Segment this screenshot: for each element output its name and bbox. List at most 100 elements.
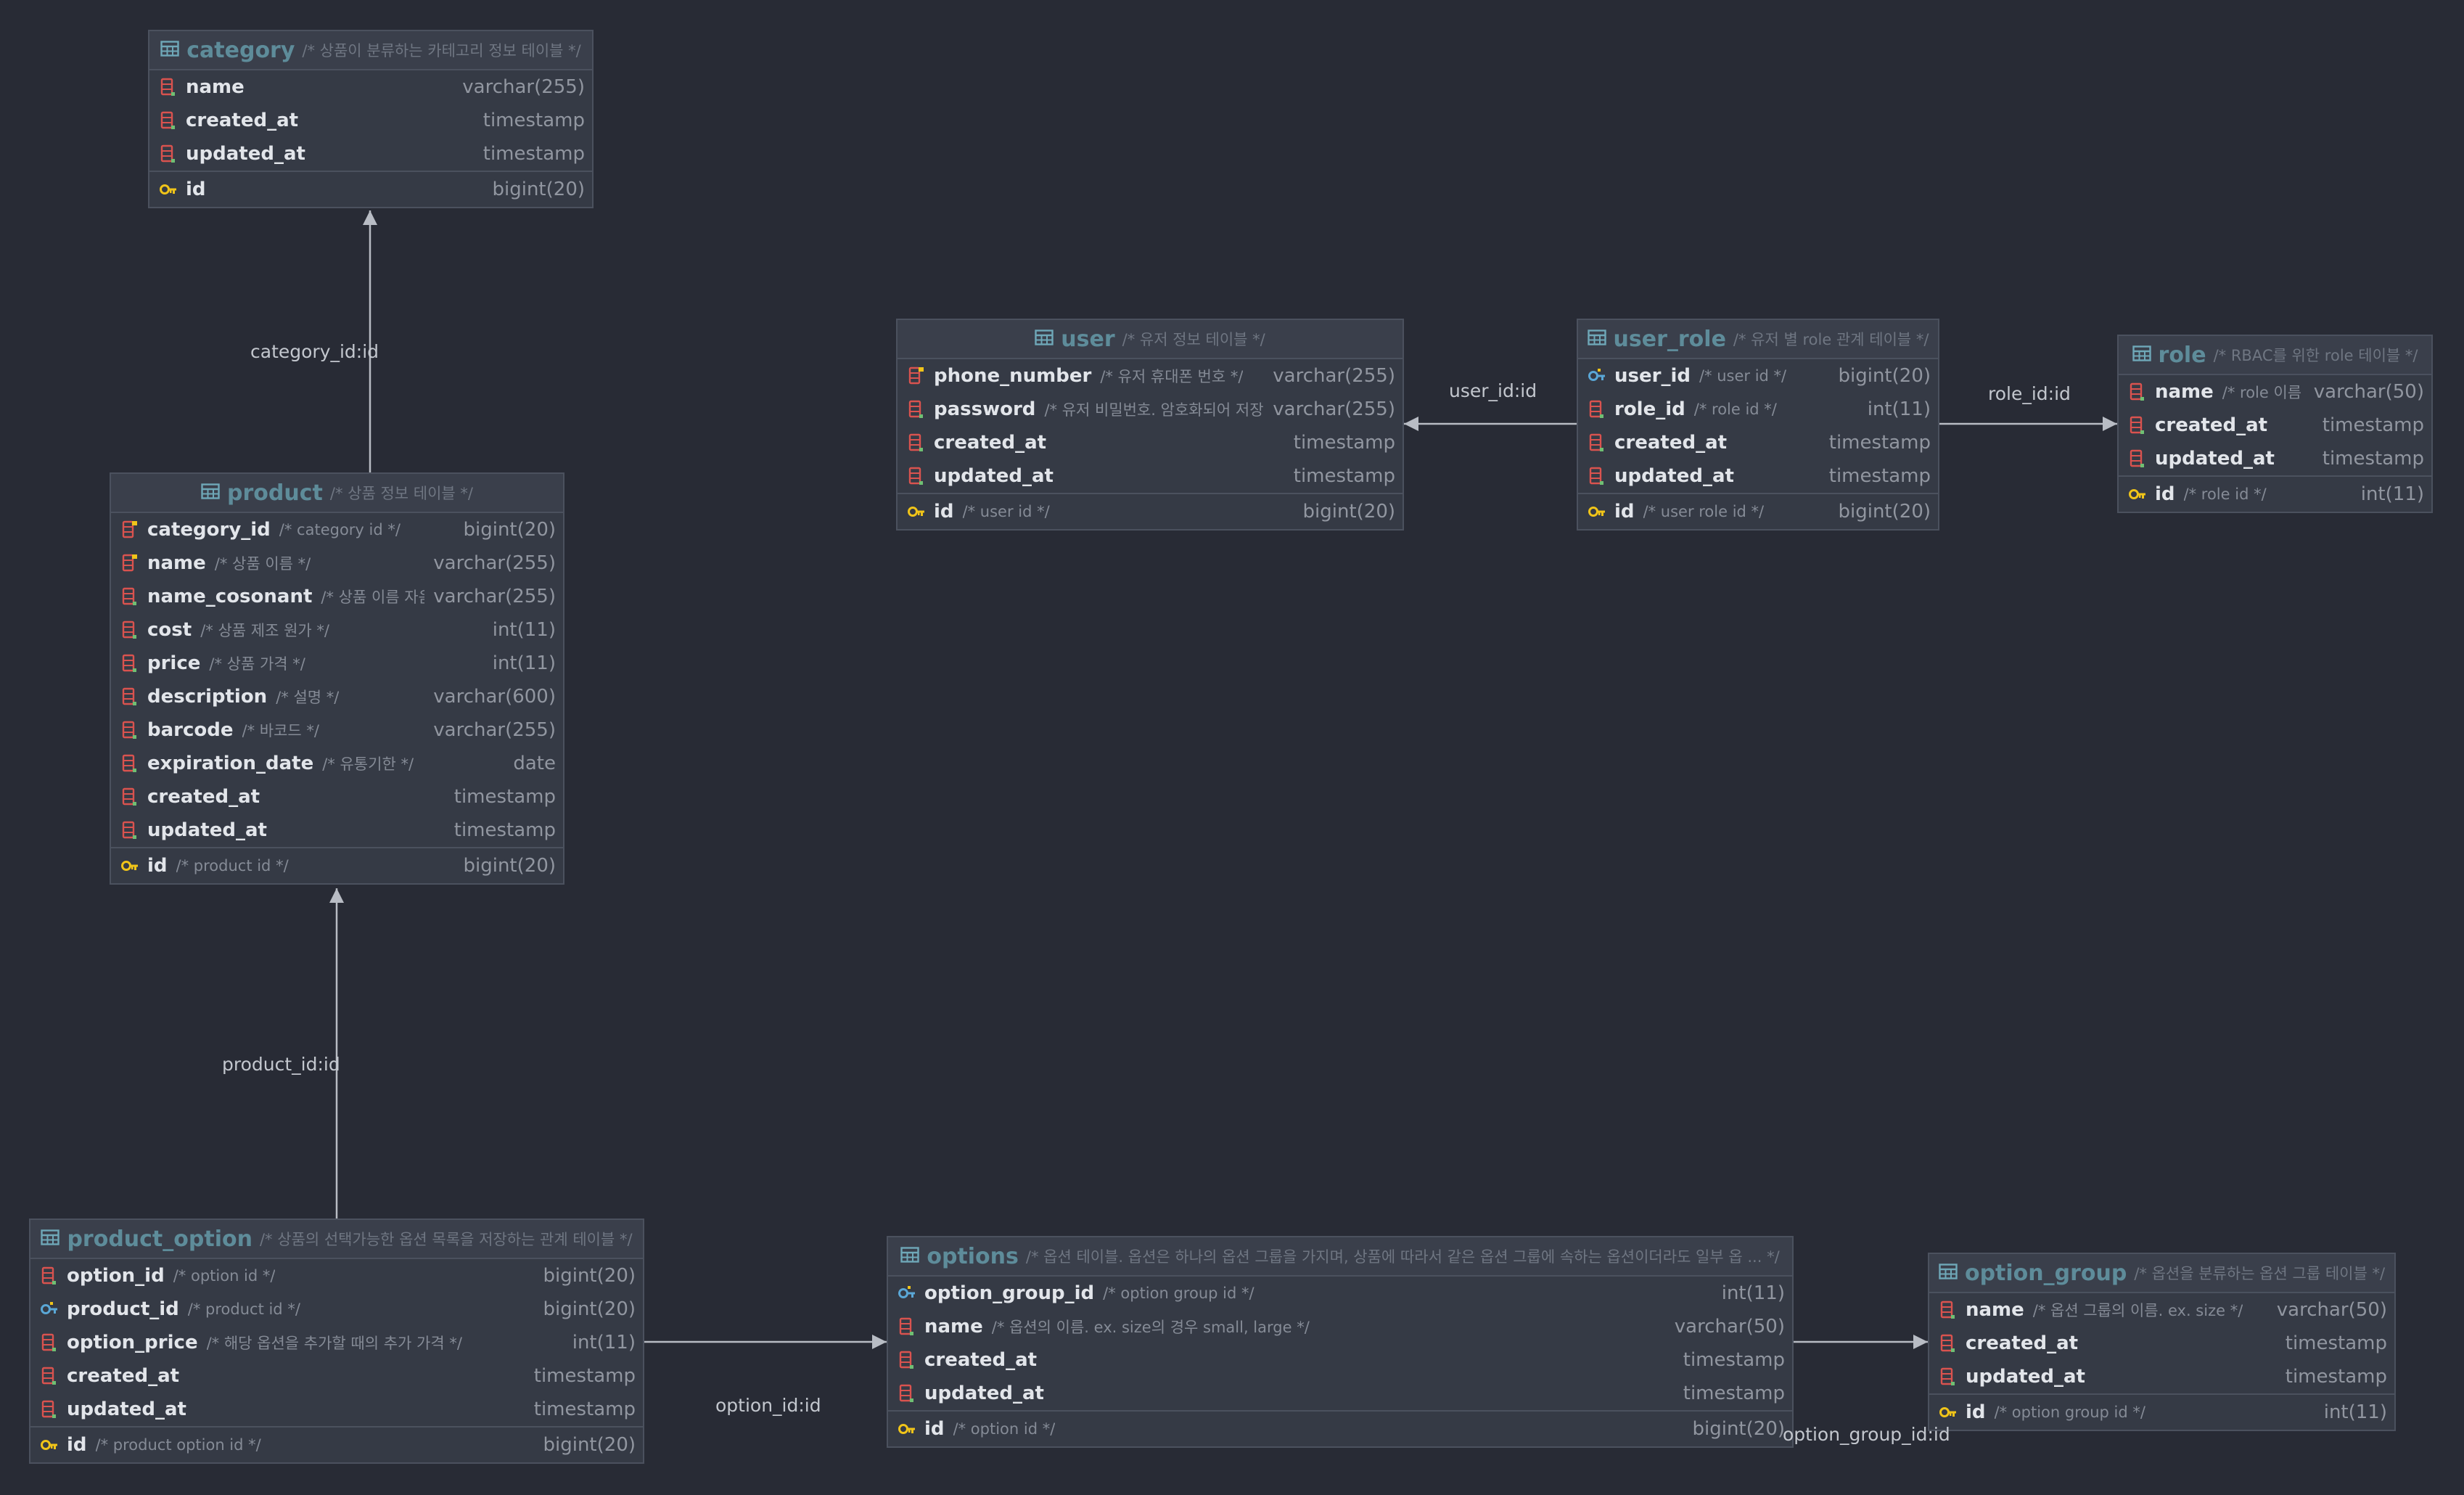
table-user-role[interactable]: user_role/* 유저 별 role 관계 테이블 */user_id/*… — [1577, 319, 1939, 531]
column-type: timestamp — [1293, 465, 1395, 487]
column-row[interactable]: category_id/* category id */bigint(20) — [111, 513, 563, 546]
column-row[interactable]: name_cosonant/* 상품 이름 자음 */varchar(255) — [111, 580, 563, 613]
primary-key-row[interactable]: id/* role id */int(11) — [2119, 475, 2431, 512]
column-row[interactable]: name/* 옵션 그룹의 이름. ex. size */varchar(50) — [1929, 1293, 2394, 1327]
column-type: timestamp — [1293, 432, 1395, 454]
table-role[interactable]: role/* RBAC를 위한 role 테이블 */name/* role 이… — [2117, 335, 2433, 513]
table-name: category — [186, 37, 295, 63]
column-row[interactable]: name/* 상품 이름 */varchar(255) — [111, 546, 563, 580]
column-icon — [121, 587, 147, 606]
relation-label: option_id:id — [715, 1395, 821, 1416]
column-name: updated_at — [2155, 448, 2275, 470]
relation-label: user_id:id — [1449, 380, 1537, 401]
table-name: user_role — [1613, 326, 1726, 352]
column-type: int(11) — [492, 619, 556, 641]
column-row[interactable]: cost/* 상품 제조 원가 */int(11) — [111, 613, 563, 647]
column-type: bigint(20) — [543, 1265, 636, 1287]
column-type: bigint(20) — [1838, 365, 1931, 387]
column-name: option_price — [67, 1332, 198, 1353]
column-row[interactable]: option_group_id/* option group id */int(… — [888, 1277, 1792, 1310]
column-row[interactable]: description/* 설명 */varchar(600) — [111, 680, 563, 713]
column-row[interactable]: name/* 옵션의 이름. ex. size의 경우 small, large… — [888, 1310, 1792, 1343]
column-type: int(11) — [492, 652, 556, 674]
table-icon — [2132, 345, 2151, 364]
column-icon — [1939, 1301, 1966, 1319]
primary-key-row[interactable]: id/* product option id */bigint(20) — [30, 1426, 643, 1462]
primary-key-row[interactable]: id/* option id */bigint(20) — [888, 1410, 1792, 1446]
column-icon — [121, 754, 147, 773]
column-row[interactable]: price/* 상품 가격 */int(11) — [111, 647, 563, 680]
column-comment: /* user id */ — [1699, 367, 1787, 385]
column-type: int(11) — [572, 1332, 636, 1353]
column-row[interactable]: barcode/* 바코드 */varchar(255) — [111, 713, 563, 747]
column-comment: /* 옵션의 이름. ex. size의 경우 small, large */ — [991, 1319, 1310, 1336]
table-option-group[interactable]: option_group/* 옵션을 분류하는 옵션 그룹 테이블 */name… — [1928, 1253, 2396, 1431]
table-product[interactable]: product/* 상품 정보 테이블 */category_id/* cate… — [110, 472, 564, 885]
table-icon — [1587, 329, 1606, 348]
column-icon — [2129, 416, 2155, 435]
column-row[interactable]: name/* role 이름 */varchar(50) — [2119, 375, 2431, 409]
column-name: created_at — [67, 1365, 180, 1387]
column-type: bigint(20) — [1302, 501, 1396, 523]
column-name: id — [186, 179, 206, 200]
column-type: varchar(255) — [1273, 398, 1395, 420]
primary-key-row[interactable]: id/* option group id */int(11) — [1929, 1393, 2394, 1430]
table-icon — [1939, 1263, 1958, 1282]
column-row[interactable]: phone_number/* 유저 휴대폰 번호 */varchar(255) — [898, 359, 1403, 393]
column-type: timestamp — [453, 819, 556, 841]
column-row[interactable]: user_id/* user id */bigint(20) — [1578, 359, 1938, 393]
foreign-key-icon — [898, 1284, 924, 1303]
column-icon — [1939, 1367, 1966, 1386]
column-type: timestamp — [1683, 1383, 1785, 1404]
column-icon — [121, 654, 147, 673]
table-user[interactable]: user/* 유저 정보 테이블 */phone_number/* 유저 휴대폰… — [896, 319, 1404, 531]
column-row[interactable]: product_id/* product id */bigint(20) — [30, 1293, 643, 1326]
table-icon — [201, 483, 220, 502]
table-header: product/* 상품 정보 테이블 */ — [111, 474, 563, 513]
primary-key-row[interactable]: id/* product id */bigint(20) — [111, 847, 563, 883]
column-row[interactable]: expiration_date/* 유통기한 */date — [111, 747, 563, 780]
primary-key-row[interactable]: id/* user id */bigint(20) — [898, 493, 1403, 529]
column-name: created_at — [147, 786, 260, 808]
primary-key-icon — [908, 502, 934, 521]
column-name: description — [147, 686, 268, 708]
primary-key-row[interactable]: id/* user role id */bigint(20) — [1578, 493, 1938, 529]
column-icon — [121, 721, 147, 740]
table-name: product_option — [67, 1226, 252, 1252]
column-type: date — [513, 753, 556, 774]
column-row[interactable]: option_id/* option id */bigint(20) — [30, 1259, 643, 1293]
table-icon — [41, 1229, 60, 1248]
column-type: varchar(50) — [1674, 1316, 1785, 1338]
column-icon — [160, 111, 186, 130]
table-options[interactable]: options/* 옵션 테이블. 옵션은 하나의 옵션 그룹을 가지며, 상품… — [887, 1236, 1794, 1448]
column-icon — [41, 1266, 67, 1285]
column-row[interactable]: password/* 유저 비밀번호. 암호화되어 저장 */varchar(2… — [898, 393, 1403, 426]
column-row[interactable]: role_id/* role id */int(11) — [1578, 393, 1938, 426]
primary-key-icon — [2129, 485, 2155, 504]
column-icon — [121, 687, 147, 706]
column-row[interactable]: option_price/* 해당 옵션을 추가할 때의 추가 가격 */int… — [30, 1326, 643, 1359]
table-header: product_option/* 상품의 선택가능한 옵션 목록을 저장하는 관… — [30, 1220, 643, 1259]
table-product-option[interactable]: product_option/* 상품의 선택가능한 옵션 목록을 저장하는 관… — [29, 1218, 644, 1464]
column-type: timestamp — [2285, 1366, 2387, 1388]
arrowhead-icon — [2103, 417, 2117, 431]
